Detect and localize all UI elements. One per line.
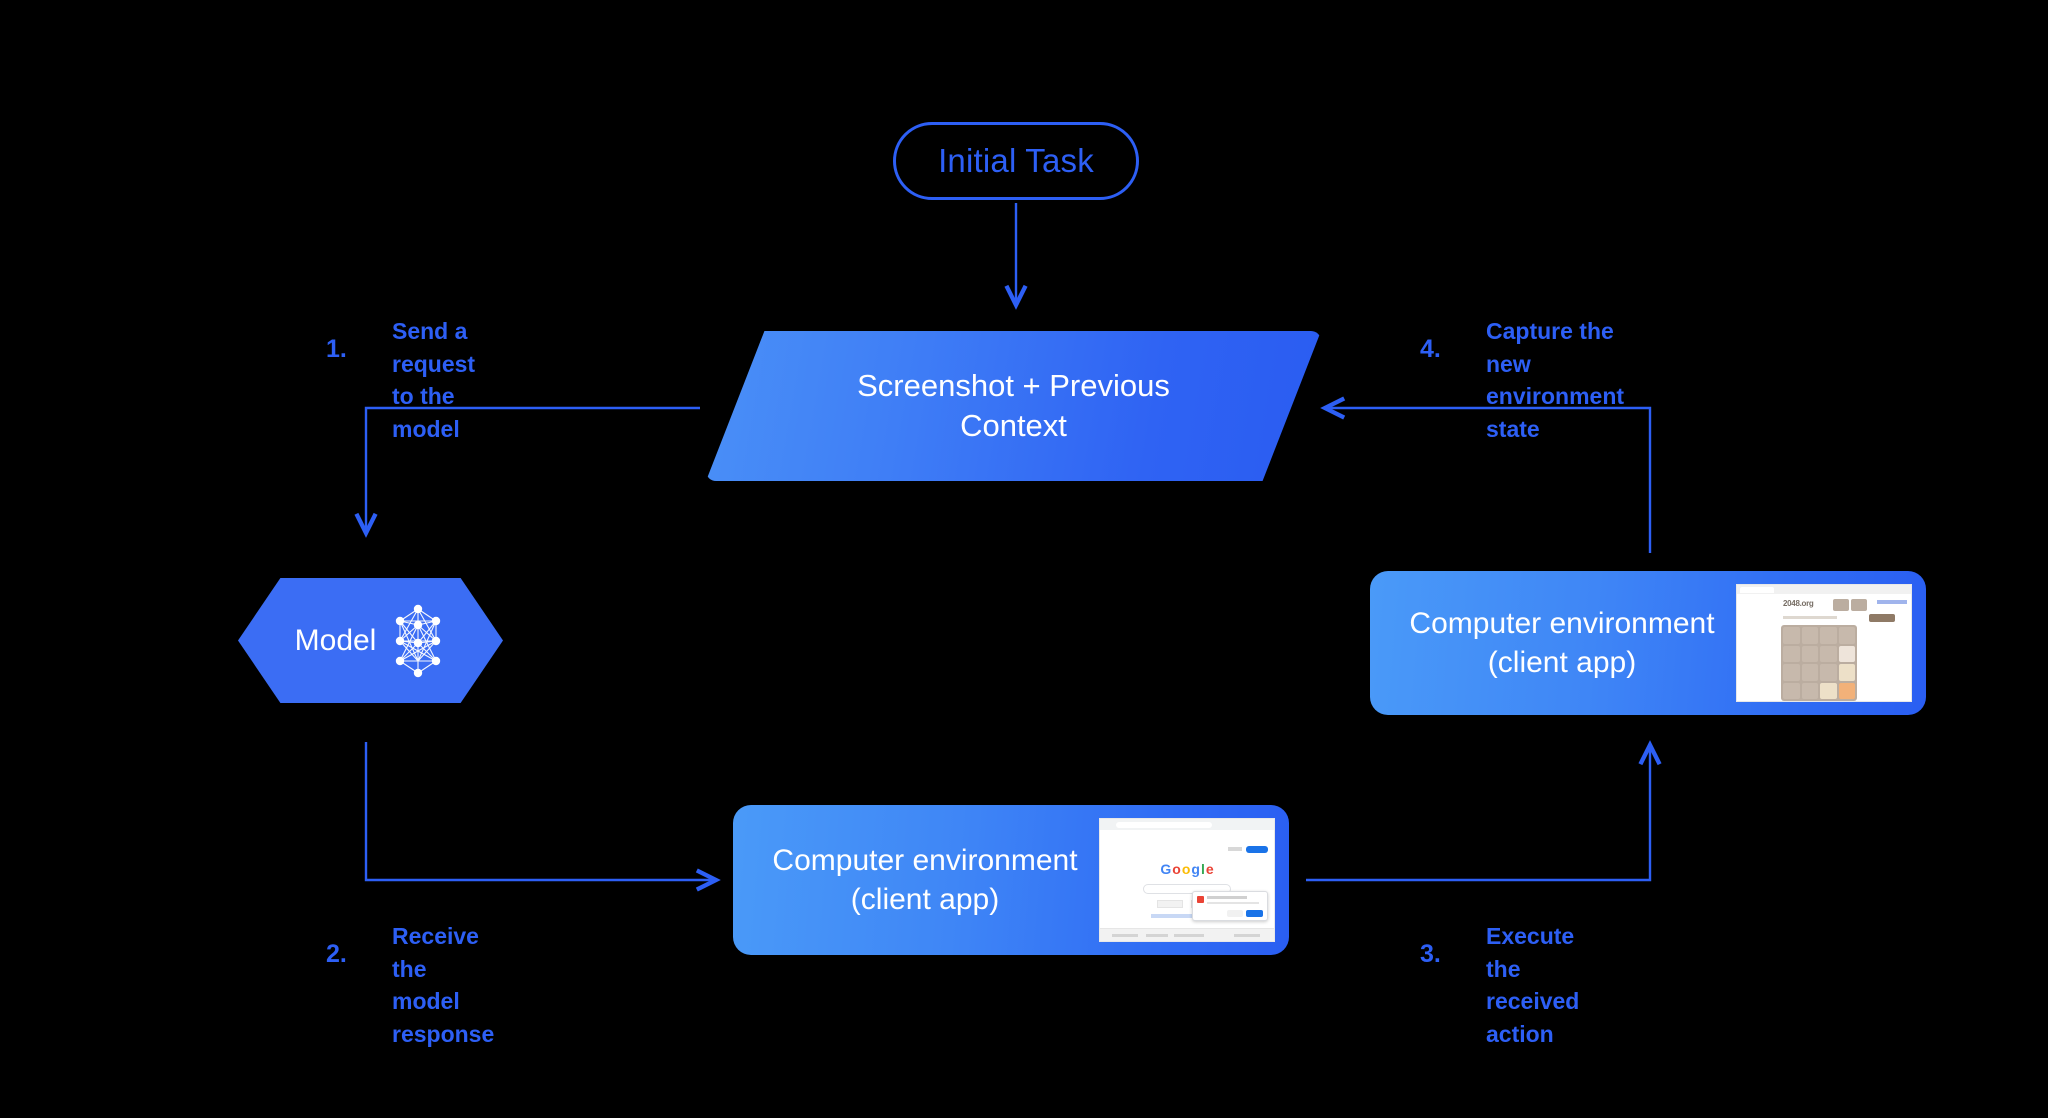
step-4-text: Capture the new environment state (1486, 318, 1625, 442)
step-3-number: 3. (1420, 940, 1441, 968)
2048-cell (1783, 645, 1800, 662)
2048-page: 2048.org (1737, 594, 1911, 701)
logo-letter: g (1191, 861, 1200, 877)
environment-top-label: Computer environment (client app) (1370, 604, 1736, 682)
logo-letter: o (1172, 861, 1181, 877)
2048-cell (1801, 664, 1818, 681)
2048-tile (1838, 645, 1855, 662)
2048-game-screenshot[interactable]: 2048.org (1736, 584, 1912, 702)
2048-score-box (1833, 599, 1849, 611)
2048-cell (1783, 627, 1800, 644)
2048-cell (1801, 627, 1818, 644)
google-logo: G o o g l e (1160, 862, 1213, 876)
environment-bottom-line2: (client app) (850, 883, 1000, 916)
arrow-model-to-env-bottom (364, 742, 721, 892)
step-1-number: 1. (326, 335, 347, 363)
2048-cell (1820, 664, 1837, 681)
model-label: Model (294, 623, 377, 657)
google-search-box[interactable] (1143, 884, 1231, 894)
logo-letter: l (1200, 861, 1205, 877)
logo-letter: G (1160, 861, 1172, 877)
initial-task-label: Initial Task (938, 142, 1094, 179)
model-node[interactable]: Model (238, 578, 503, 703)
2048-cell (1801, 645, 1818, 662)
2048-cell (1820, 645, 1837, 662)
browser-tab (1740, 586, 1774, 593)
context-node-line2: Context (960, 408, 1067, 443)
logo-letter: e (1205, 861, 1214, 877)
neural-network-icon (396, 604, 441, 677)
2048-cell (1783, 664, 1800, 681)
step-1-text: Send a request to the model (392, 318, 476, 442)
context-node[interactable]: Screenshot + Previous Context (706, 331, 1321, 481)
context-node-line1: Screenshot + Previous (857, 368, 1170, 404)
google-signin-button[interactable] (1246, 846, 1268, 853)
environment-card-top[interactable]: Computer environment (client app) 2048.o… (1370, 571, 1926, 715)
2048-best-box (1851, 599, 1867, 611)
2048-new-game-button[interactable] (1869, 614, 1895, 622)
environment-bottom-line1: Computer environment (772, 844, 1078, 877)
model-node-shape (238, 578, 503, 703)
2048-subtitle (1783, 616, 1837, 619)
2048-cell (1838, 627, 1855, 644)
step-4-number: 4. (1420, 335, 1441, 363)
logo-letter: o (1181, 861, 1191, 877)
google-search-screenshot[interactable]: G o o g l e (1099, 818, 1275, 942)
dialog-text (1207, 902, 1259, 904)
google-dialog[interactable] (1192, 891, 1268, 921)
initial-task-node[interactable]: Initial Task (893, 122, 1139, 200)
google-search-button[interactable] (1157, 900, 1183, 908)
2048-site-title: 2048.org (1783, 599, 1814, 608)
browser-address-bar[interactable] (1116, 821, 1212, 828)
2048-cell (1820, 627, 1837, 644)
dialog-cancel-button[interactable] (1227, 910, 1243, 917)
google-page: G o o g l e (1100, 830, 1274, 941)
2048-tile (1838, 682, 1855, 699)
2048-grid[interactable] (1781, 625, 1857, 701)
environment-bottom-label: Computer environment (client app) (733, 841, 1099, 919)
2048-tile (1838, 664, 1855, 681)
arrow-env-bottom-to-env-top (1306, 740, 1662, 882)
environment-card-bottom[interactable]: Computer environment (client app) G o o … (733, 805, 1289, 955)
google-footer (1100, 928, 1274, 941)
step-2-text: Receive the model response (392, 923, 495, 1047)
2048-cell (1801, 682, 1818, 699)
environment-top-line2: (client app) (1487, 646, 1637, 679)
2048-footer (1781, 694, 1857, 698)
environment-top-line1: Computer environment (1409, 607, 1715, 640)
context-node-shape (706, 331, 1321, 481)
step-2-number: 2. (326, 940, 347, 968)
google-signin-text (1228, 847, 1242, 851)
2048-tile (1820, 682, 1837, 699)
2048-cell (1783, 682, 1800, 699)
2048-header-link (1877, 600, 1907, 604)
google-language-links[interactable] (1151, 914, 1223, 918)
step-3-text: Execute the received action (1486, 923, 1580, 1047)
context-node-label: Screenshot + Previous Context (706, 331, 1321, 481)
dialog-title (1207, 896, 1247, 899)
dialog-icon (1197, 896, 1204, 903)
dialog-confirm-button[interactable] (1246, 910, 1263, 917)
